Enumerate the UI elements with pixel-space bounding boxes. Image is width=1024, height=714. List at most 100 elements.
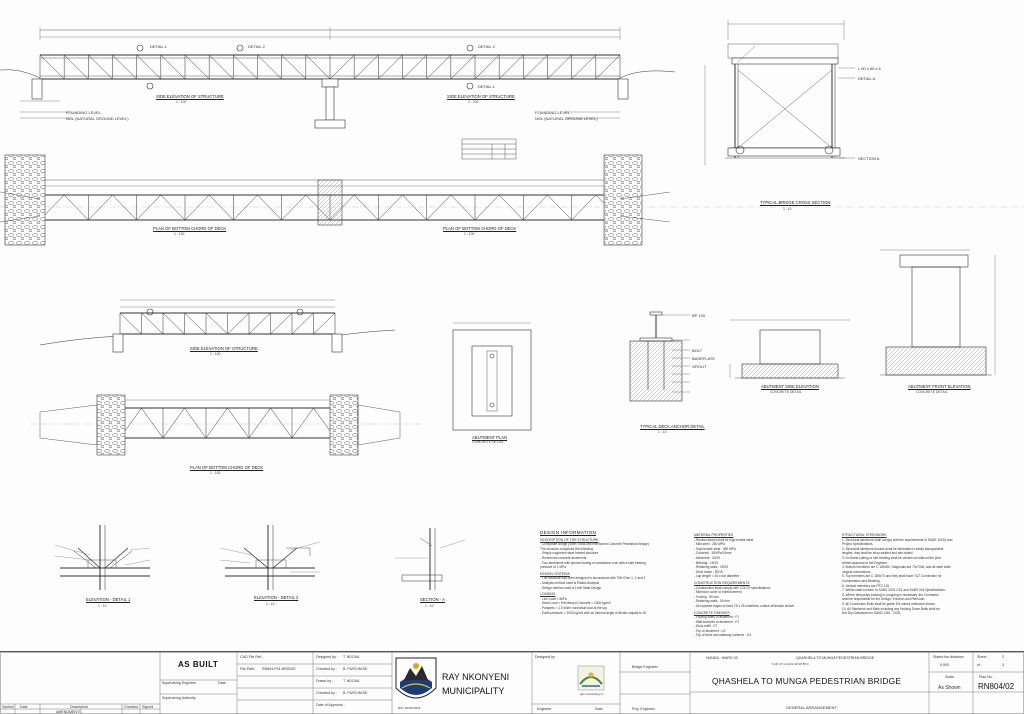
mid-plan-diagonal: [270, 407, 293, 439]
side-elevation-top: [0, 27, 676, 129]
plan-title-mid: PLAN OF BOTTOM CHORD OF DECK: [190, 465, 264, 470]
project-name-small: QHASHELA TO MUNGA PEDESTRIAN BRIDGE: [796, 656, 875, 660]
firm-logo: [577, 665, 605, 691]
mid-truss-diagonal: [313, 312, 336, 335]
title-block-grid: [0, 652, 1024, 714]
design-heading: DESIGN CRITERIA: [540, 571, 570, 576]
scale-label: 1 : 100: [468, 100, 479, 104]
note-line: 5. Top members are C 180x70 and they sha…: [842, 574, 942, 579]
note-line: 7. Welds shall conform to SANS 2001-CS1 …: [842, 588, 946, 593]
plan-diagonal: [450, 194, 476, 221]
plan-no-label: Plan No :: [979, 675, 994, 679]
municipality-logo: [395, 657, 437, 699]
deck-anchor-view: [629, 311, 690, 402]
structural-heading: STRUCTURAL STEELWORK: [842, 533, 887, 537]
note-line: - Analysis method used is Elastic Analys…: [540, 580, 599, 585]
founding-label: FOUNDING LEVEL: [66, 110, 101, 115]
baseplate-label: BASEPLATE: [692, 356, 716, 361]
note-line: - Composite Bridge (Steel Truss and Rein…: [540, 542, 649, 547]
mid-plan-diagonal: [205, 407, 228, 439]
drawing-subtitle: GENERAL ARRANGEMENT: [786, 705, 837, 710]
truss-diagonal: [402, 54, 427, 80]
plan-diagonal: [571, 194, 597, 221]
of-label: of :: [977, 663, 982, 667]
design-information-notes: DESIGN INFORMATION DESCRIPTION OF THE ST…: [540, 530, 675, 615]
col-description: Description: [70, 705, 88, 709]
col-symbol: Symbol: [2, 705, 14, 709]
truss-diagonal: [305, 54, 331, 80]
mid-plan-diagonal: [184, 407, 207, 439]
plan-diagonal: [112, 194, 137, 221]
loading-heading: LOADING: [540, 592, 556, 597]
note-line: - Lap length = 40 x bar diameter: [694, 574, 740, 579]
construction-heading: CONSTRUCTION REQUIREMENTS: [694, 580, 750, 585]
note-line: - Retaining walls : 50 mm: [694, 599, 730, 604]
plan-diagonal: [353, 194, 379, 221]
truss-diagonal: [426, 54, 452, 80]
plan-diagonal: [474, 194, 500, 221]
stated-distance-label: Stated km distance: [933, 655, 964, 659]
member-table: [461, 138, 517, 160]
detail1-callout: DETAIL 1: [150, 44, 167, 49]
truss-diagonal: [595, 54, 621, 80]
of-number: 3: [1002, 663, 1004, 667]
client-name: RAY NKONYENI: [442, 672, 510, 682]
abutment-front-view: [880, 249, 996, 376]
mid-plan-diagonal: [248, 407, 271, 439]
plan-diagonal: [233, 194, 258, 221]
cross-section: [704, 20, 855, 165]
mid-plan-diagonal: [141, 407, 164, 439]
scale-label: 1 : 100: [464, 232, 475, 236]
side-elevation-title-right: SIDE ELEVATION OF STRUCTURE: [447, 94, 515, 99]
cross-section-title: TYPICAL BRIDGE CROSS SECTION: [760, 200, 831, 205]
material-heading: MATERIAL PROPERTIES: [694, 533, 734, 537]
drawn-by-label: Drawn by :: [316, 679, 334, 683]
file-path-label: File Path:: [240, 667, 256, 671]
date-label: Date: [218, 681, 226, 685]
note-line: - Concrete : 30MPa/19mm: [694, 551, 732, 556]
designed-by-value: T. NDOVA: [343, 655, 360, 659]
note-line: - Mild steel : 250 MPa: [694, 542, 725, 547]
note-line: - Construction shall comply with COLTO s…: [694, 585, 771, 590]
scale-label: 1 : 10: [425, 604, 434, 608]
project-engineer-label: Proj. Engineer: [632, 707, 655, 711]
mid-truss-diagonal: [291, 312, 314, 335]
founding-label: FOUNDING LEVEL: [535, 110, 570, 115]
approval-date-label: Date of Approval :: [316, 703, 345, 707]
plan-diagonal: [281, 194, 307, 221]
truss-diagonal: [523, 54, 548, 80]
note-line: written approval of the Engineer.: [842, 560, 888, 565]
ward-label: NUNDA - WARD 03: [706, 656, 738, 660]
mid-plan-diagonal: [227, 407, 250, 439]
abutment-plan-title: ABUTMENT PLAN: [472, 435, 508, 440]
note-line: - Deck soffit : F2: [694, 624, 718, 629]
material-properties-notes: MATERIAL PROPERTIES - Reinforcement shal…: [694, 531, 824, 638]
drawn-by-value: T. NDOVA: [343, 679, 360, 683]
note-line: - Top of deck and walkway surfaces : U3: [694, 633, 751, 638]
truss-diagonal: [329, 54, 355, 80]
mid-plan-diagonal: [162, 407, 185, 439]
ngl-label: NGL (NATURAL GROUND LEVEL): [535, 116, 598, 121]
note-line: - Top of abutment : U2: [694, 628, 726, 633]
plan-diagonal: [160, 194, 186, 221]
plan-diagonal: [426, 194, 452, 221]
as-built-label: AS BUILT: [178, 660, 219, 669]
abutment-side-title: ABUTMENT SIDE ELEVATION: [761, 384, 819, 389]
engineer-label: Engineer: [537, 707, 552, 711]
note-line: The structure comprises the following:: [540, 546, 594, 551]
note-line: - Footing : 50 mm: [694, 594, 719, 599]
note-line: Compression and Bending.: [842, 578, 881, 583]
abutment-side-subtitle: CONCRETE DETAIL: [770, 390, 802, 394]
logo-caption: RAY NKONYENI: [398, 706, 421, 710]
note-line: - Simply supported steel framed structur…: [540, 551, 599, 556]
elevation-detail-2-title: ELEVATION - DETAIL 2: [254, 595, 299, 600]
revision-header: Symbol: [2, 705, 14, 709]
grout-label: GROUT: [692, 364, 707, 369]
plan-diagonal: [378, 194, 403, 221]
note-line: - Reinforcement shall be high tensile st…: [694, 537, 754, 542]
drawing-canvas: [0, 20, 1024, 590]
sheet-number: 2: [1002, 655, 1004, 659]
elevation-detail-2: [225, 525, 315, 590]
firm-name: Ijev Consulting cc: [580, 692, 604, 696]
